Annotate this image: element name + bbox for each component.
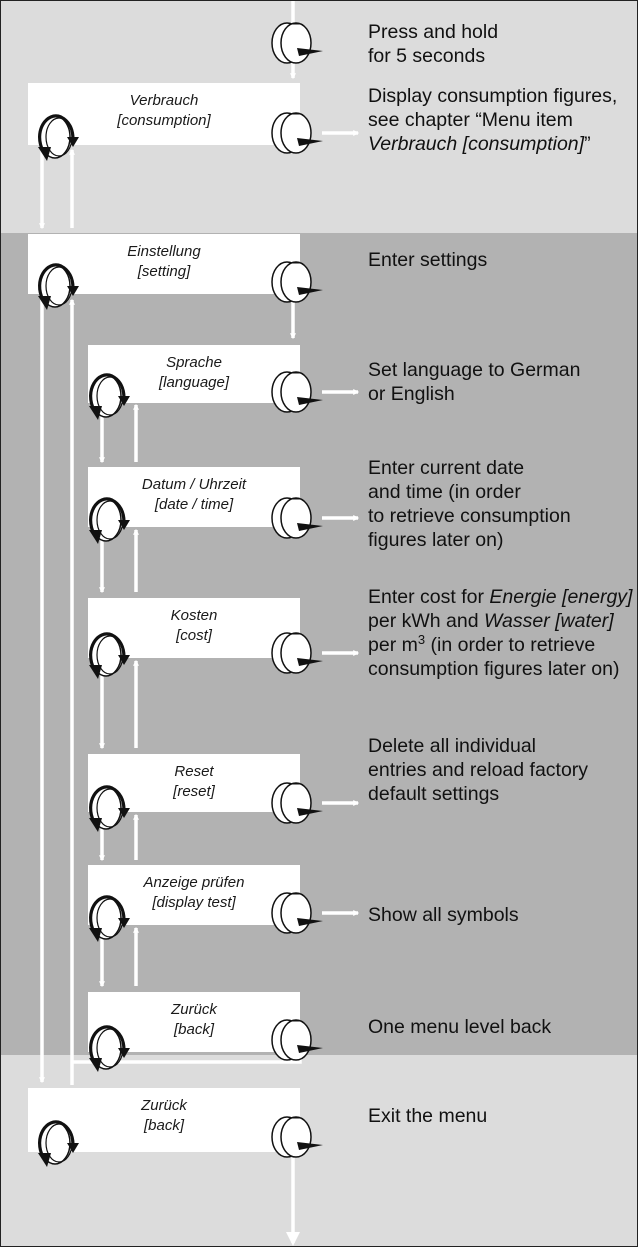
menu-box-label-anzeige: Anzeige prüfen: [143, 874, 245, 891]
menu-box-label-reset: [reset]: [172, 783, 216, 800]
description-kosten: per kWh and Wasser [water]: [368, 610, 614, 632]
description-einstellung: Enter settings: [368, 249, 487, 271]
description-kosten: per m3 (in order to retrieve: [368, 632, 595, 656]
push-knob-icon: [271, 1019, 323, 1061]
description-sprache: or English: [368, 383, 455, 405]
menu-box-label-verbrauch: [consumption]: [116, 112, 211, 129]
rotate-knob-icon: [38, 263, 79, 310]
menu-box-label-reset: Reset: [174, 763, 214, 780]
description-datum: to retrieve consumption: [368, 505, 571, 527]
menu-box-label-zurueck-sub: Zurück: [170, 1001, 218, 1018]
menu-box-label-einstellung: Einstellung: [127, 243, 201, 260]
push-knob-icon: [271, 632, 323, 674]
push-knob-icon: [271, 892, 323, 934]
menu-box-label-kosten: [cost]: [175, 627, 213, 644]
menu-box-label-zurueck-sub: [back]: [173, 1021, 215, 1038]
description-zurueck-main: Exit the menu: [368, 1105, 487, 1127]
push-knob-icon: [271, 782, 323, 824]
description-kosten: consumption figures later on): [368, 658, 619, 680]
rotate-knob-icon: [89, 497, 130, 544]
description-verbrauch: Verbrauch [consumption]”: [368, 133, 591, 155]
push-knob-icon: [271, 22, 323, 64]
rotate-knob-icon: [89, 785, 130, 832]
description-datum: Enter current date: [368, 457, 524, 479]
knob-icons: [38, 22, 323, 1246]
menu-box-label-zurueck-main: Zurück: [140, 1097, 188, 1114]
menu-box-label-zurueck-main: [back]: [143, 1117, 185, 1134]
description-verbrauch: see chapter “Menu item: [368, 109, 573, 131]
menu-box-label-anzeige: [display test]: [151, 894, 236, 911]
description-reset: entries and reload factory: [368, 759, 588, 781]
description-sprache: Set language to German: [368, 359, 580, 381]
push-knob-icon: [271, 1116, 323, 1158]
top-instruction-text: for 5 seconds: [368, 45, 485, 67]
description-datum: figures later on): [368, 529, 503, 551]
menu-box-label-kosten: Kosten: [171, 607, 218, 624]
rotate-knob-icon: [89, 373, 130, 420]
push-knob-icon: [271, 497, 323, 539]
menu-box-label-sprache: [language]: [158, 374, 230, 391]
description-datum: and time (in order: [368, 481, 521, 503]
arrow-down-icon: [286, 1232, 300, 1246]
rotate-knob-icon: [89, 895, 130, 942]
description-zurueck-sub: One menu level back: [368, 1016, 551, 1038]
push-knob-icon: [271, 261, 323, 303]
rotate-knob-icon: [89, 632, 130, 679]
menu-box-label-einstellung: [setting]: [137, 263, 191, 280]
description-anzeige: Show all symbols: [368, 904, 519, 926]
top-instruction-text: Press and hold: [368, 21, 498, 43]
menu-box-label-sprache: Sprache: [166, 354, 222, 371]
menu-box-label-verbrauch: Verbrauch: [130, 92, 199, 109]
description-verbrauch: Display consumption figures,: [368, 85, 617, 107]
description-reset: default settings: [368, 783, 499, 805]
menu-box-label-datum: [date / time]: [154, 496, 234, 513]
description-reset: Delete all individual: [368, 735, 536, 757]
push-knob-icon: [271, 112, 323, 154]
rotate-knob-icon: [89, 1025, 130, 1072]
rotate-knob-icon: [38, 1120, 79, 1167]
push-knob-icon: [271, 371, 323, 413]
description-kosten: Enter cost for Energie [energy]: [368, 586, 633, 608]
menu-box-label-datum: Datum / Uhrzeit: [142, 476, 247, 493]
rotate-knob-icon: [38, 114, 79, 161]
